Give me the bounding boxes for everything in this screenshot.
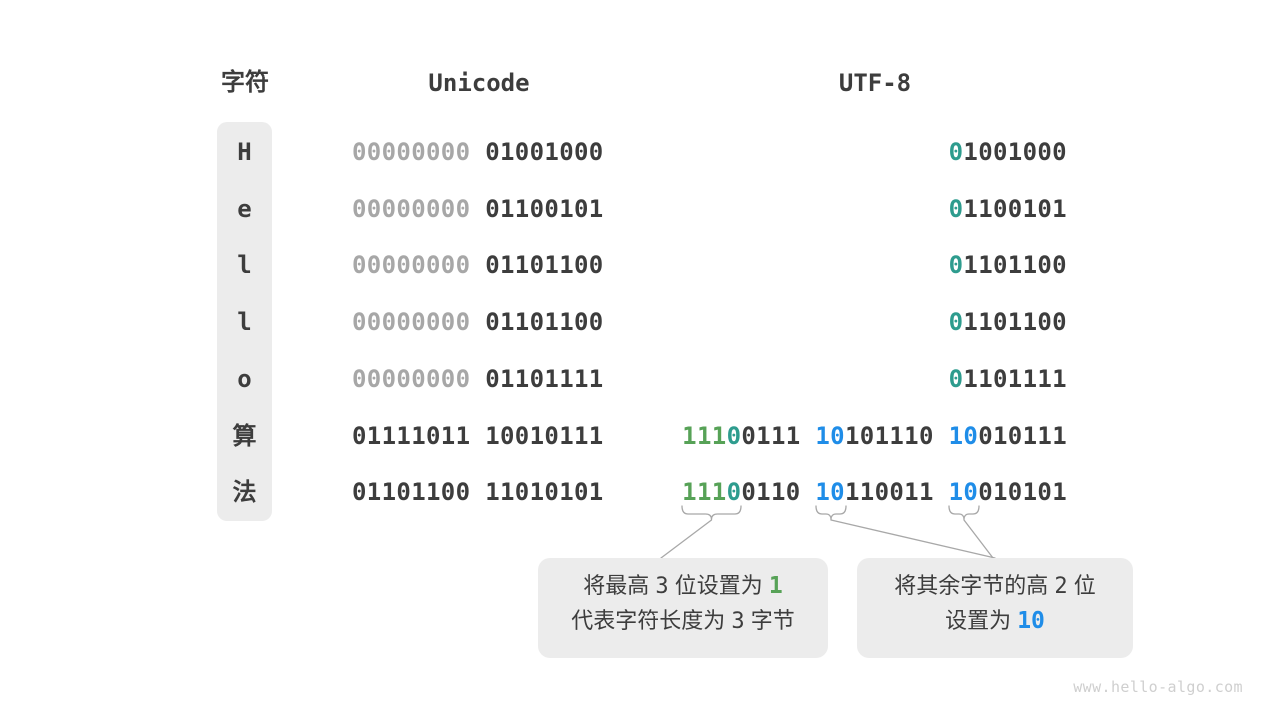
callout-line-continuation-1 bbox=[830, 519, 996, 559]
binary-segment: 10 bbox=[815, 478, 845, 506]
watermark: www.hello-algo.com bbox=[1073, 678, 1243, 696]
binary-segment: 位 bbox=[1067, 573, 1096, 598]
binary-segment: 00000000 bbox=[352, 308, 471, 336]
binary-segment: 1101100 bbox=[963, 308, 1067, 336]
utf8-value: 11100111 10101110 10010111 bbox=[682, 421, 1067, 451]
annotation-text-line: 将最高 3 位设置为 1 bbox=[538, 568, 828, 603]
unicode-value: 01101100 11010101 bbox=[352, 477, 604, 507]
binary-segment: 10 bbox=[948, 422, 979, 450]
binary-segment: 代表字符长度为 bbox=[571, 608, 732, 633]
annotation-text-line: 代表字符长度为 3 字节 bbox=[538, 603, 828, 638]
binary-segment: 0 bbox=[948, 195, 964, 223]
binary-segment: 0110 bbox=[741, 478, 816, 506]
binary-segment: 2 bbox=[1054, 574, 1068, 599]
binary-segment: 0 bbox=[726, 478, 742, 506]
column-header-character: 字符 bbox=[221, 69, 269, 96]
binary-segment: 010101 bbox=[978, 478, 1067, 506]
character-cell: l bbox=[237, 251, 252, 279]
binary-segment: 01111011 10010111 bbox=[352, 422, 604, 450]
binary-segment: 00000000 bbox=[352, 251, 471, 279]
underbrace-continuation-bits-2 bbox=[948, 505, 980, 521]
binary-segment: 10 bbox=[1017, 608, 1045, 634]
character-cell: 法 bbox=[232, 478, 257, 506]
binary-segment: 1100101 bbox=[963, 195, 1067, 223]
binary-segment: 0 bbox=[948, 308, 964, 336]
binary-segment: 10 bbox=[815, 422, 845, 450]
binary-segment: 将最高 bbox=[583, 573, 656, 598]
character-cell: 算 bbox=[232, 422, 257, 450]
utf8-value: 01101100 bbox=[949, 307, 1067, 337]
binary-segment: 1101100 bbox=[963, 251, 1067, 279]
binary-segment: 111 bbox=[682, 422, 727, 450]
binary-segment: 字节 bbox=[744, 608, 795, 633]
utf8-value: 01001000 bbox=[949, 137, 1067, 167]
underbrace-leading-bits bbox=[681, 505, 742, 521]
character-cell: l bbox=[237, 308, 252, 336]
binary-segment: 01101100 bbox=[470, 308, 604, 336]
unicode-value: 00000000 01101100 bbox=[352, 307, 604, 337]
binary-segment: 0 bbox=[948, 365, 964, 393]
binary-segment: 设置为 bbox=[945, 608, 1018, 633]
binary-segment: 01001000 bbox=[470, 138, 604, 166]
unicode-value: 00000000 01101111 bbox=[352, 364, 604, 394]
binary-segment: 101110 bbox=[844, 422, 949, 450]
unicode-value: 00000000 01101100 bbox=[352, 250, 604, 280]
unicode-value: 01111011 10010111 bbox=[352, 421, 604, 451]
character-cell: o bbox=[237, 365, 252, 393]
binary-segment: 3 bbox=[731, 609, 745, 634]
unicode-value: 00000000 01100101 bbox=[352, 194, 604, 224]
binary-segment: 10 bbox=[948, 478, 979, 506]
underbrace-continuation-bits-1 bbox=[815, 505, 847, 521]
binary-segment: 0 bbox=[726, 422, 742, 450]
unicode-value: 00000000 01001000 bbox=[352, 137, 604, 167]
column-header-utf8: UTF-8 bbox=[838, 69, 912, 97]
binary-segment: 01100101 bbox=[470, 195, 604, 223]
utf8-value: 01101100 bbox=[949, 250, 1067, 280]
binary-segment: 01101100 bbox=[470, 251, 604, 279]
binary-segment: 010111 bbox=[978, 422, 1067, 450]
annotation-text-line: 将其余字节的高 2 位 bbox=[857, 568, 1133, 603]
binary-segment: 1 bbox=[768, 573, 783, 599]
callout-line-leading bbox=[660, 519, 713, 559]
binary-segment: 3 bbox=[655, 574, 669, 599]
annotation-continuation-bits: 将其余字节的高 2 位设置为 10 bbox=[857, 558, 1133, 658]
annotation-text-line: 设置为 10 bbox=[857, 603, 1133, 638]
binary-segment: 1001000 bbox=[963, 138, 1067, 166]
character-cell: e bbox=[237, 195, 252, 223]
utf8-value: 01101111 bbox=[949, 364, 1067, 394]
callout-line-continuation-2 bbox=[963, 519, 994, 559]
column-header-unicode: Unicode bbox=[428, 69, 530, 97]
binary-segment: 110011 bbox=[844, 478, 949, 506]
binary-segment: 1101111 bbox=[963, 365, 1067, 393]
binary-segment: 0 bbox=[948, 251, 964, 279]
binary-segment: 00000000 bbox=[352, 365, 471, 393]
binary-segment: 00000000 bbox=[352, 138, 471, 166]
utf8-value: 01100101 bbox=[949, 194, 1067, 224]
character-cell: H bbox=[237, 138, 252, 166]
binary-segment: 01101111 bbox=[470, 365, 604, 393]
character-column-background bbox=[217, 122, 272, 521]
binary-segment: 00000000 bbox=[352, 195, 471, 223]
binary-segment: 111 bbox=[682, 478, 727, 506]
binary-segment: 0111 bbox=[741, 422, 816, 450]
binary-segment: 01101100 11010101 bbox=[352, 478, 604, 506]
binary-segment: 0 bbox=[948, 138, 964, 166]
utf8-value: 11100110 10110011 10010101 bbox=[682, 477, 1067, 507]
binary-segment: 位设置为 bbox=[668, 573, 769, 598]
binary-segment: 将其余字节的高 bbox=[894, 573, 1055, 598]
